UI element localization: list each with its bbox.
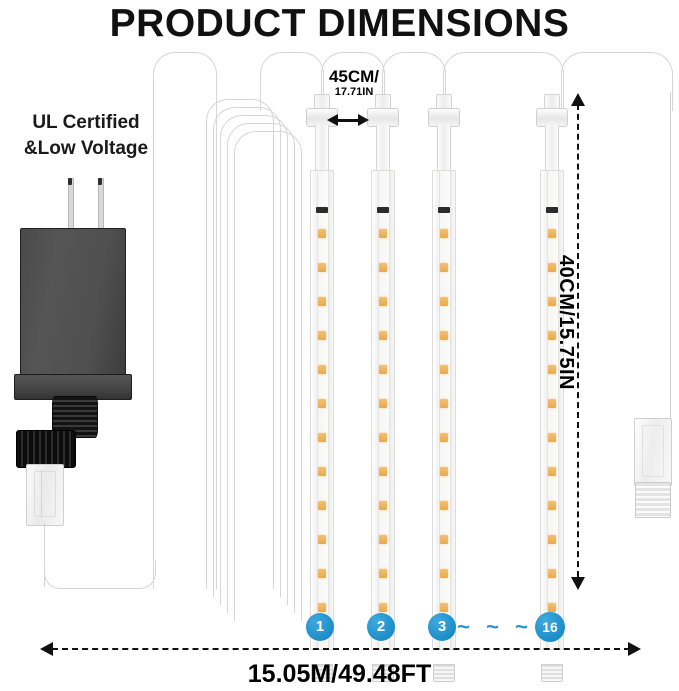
adapter-prong-right	[98, 178, 104, 232]
certification-line-1: UL Certified	[32, 112, 140, 133]
tube-length-label: 40CM/15.75IN	[555, 255, 577, 390]
tube-driver-ic	[546, 207, 558, 213]
total-length-arrow-right-icon	[628, 642, 641, 656]
tube-length-arrow-up-icon	[571, 93, 585, 106]
tube-badge-3[interactable]: 3	[428, 613, 456, 641]
end-connector-body	[634, 418, 672, 486]
wire-loop-tube-3	[382, 52, 446, 111]
total-length-label: 15.05M/49.48FT	[247, 660, 432, 688]
wire-loop-tube-2	[321, 52, 385, 111]
certification-label: UL Certified &Low Voltage	[6, 110, 166, 162]
total-length-arrow-left-icon	[40, 642, 53, 656]
tube-end-cap	[311, 664, 333, 682]
spacing-primary-value: 45CM/	[328, 67, 380, 86]
wire-loop-tube-gap	[443, 52, 564, 111]
tube-end-cap	[541, 664, 563, 682]
tube-stem	[545, 125, 559, 173]
waterproof-screw-cap	[16, 430, 76, 468]
tube-driver-ic	[438, 207, 450, 213]
clear-connector	[26, 464, 64, 526]
certification-line-2: &Low Voltage	[23, 138, 149, 159]
adapter-body	[20, 228, 126, 378]
wire-loop-main-left	[153, 52, 217, 589]
tube-length-dimension-line	[577, 104, 579, 577]
wire-loop-nested-4	[227, 123, 295, 613]
wire-loop-nested-5	[234, 131, 302, 621]
end-connector-thread	[635, 482, 671, 518]
led-strip	[439, 171, 451, 649]
tube-body	[371, 170, 395, 650]
end-cap-connector	[634, 418, 672, 518]
adapter-prong-left	[68, 178, 74, 232]
spacing-arrow-right-icon	[358, 114, 369, 126]
tube-stem	[437, 125, 451, 173]
tube-badge-1[interactable]: 1	[306, 613, 334, 641]
tube-body	[432, 170, 456, 650]
tube-end-cap	[372, 664, 394, 682]
tube-driver-ic	[377, 207, 389, 213]
tube-length-arrow-down-icon	[571, 577, 585, 590]
tube-badge-16[interactable]: 16	[535, 612, 565, 642]
spacing-dimension-label: 45CM/ 17.71IN	[306, 68, 402, 98]
wire-loop-nested-1	[206, 99, 274, 589]
tube-stem	[376, 125, 390, 173]
spacing-dimension-line	[338, 119, 360, 122]
badge-ellipsis: ~ ~ ~	[457, 614, 533, 639]
tube-stem	[315, 125, 329, 173]
tube-driver-ic	[316, 207, 328, 213]
wire-loop-nested-2	[213, 107, 281, 597]
wire-bend-bottom-left	[44, 560, 156, 589]
led-strip	[547, 171, 559, 649]
led-strip	[378, 171, 390, 649]
wire-loop-tube-1	[260, 52, 324, 111]
wire-to-end-connector	[670, 92, 671, 422]
tube-badge-2[interactable]: 2	[367, 613, 395, 641]
tube-body	[310, 170, 334, 650]
wire-loop-tube-16	[561, 52, 673, 111]
led-strip	[317, 171, 329, 649]
wire-loop-nested-3	[220, 115, 288, 605]
total-length-dimension-line	[52, 648, 630, 650]
page-title: PRODUCT DIMENSIONS	[109, 2, 570, 45]
tube-body	[540, 170, 564, 650]
tube-end-cap	[433, 664, 455, 682]
power-adapter	[14, 178, 132, 438]
spacing-arrow-left-icon	[327, 114, 338, 126]
wire-adapter-drop	[44, 523, 45, 587]
spacing-secondary-value: 17.71IN	[334, 85, 374, 98]
